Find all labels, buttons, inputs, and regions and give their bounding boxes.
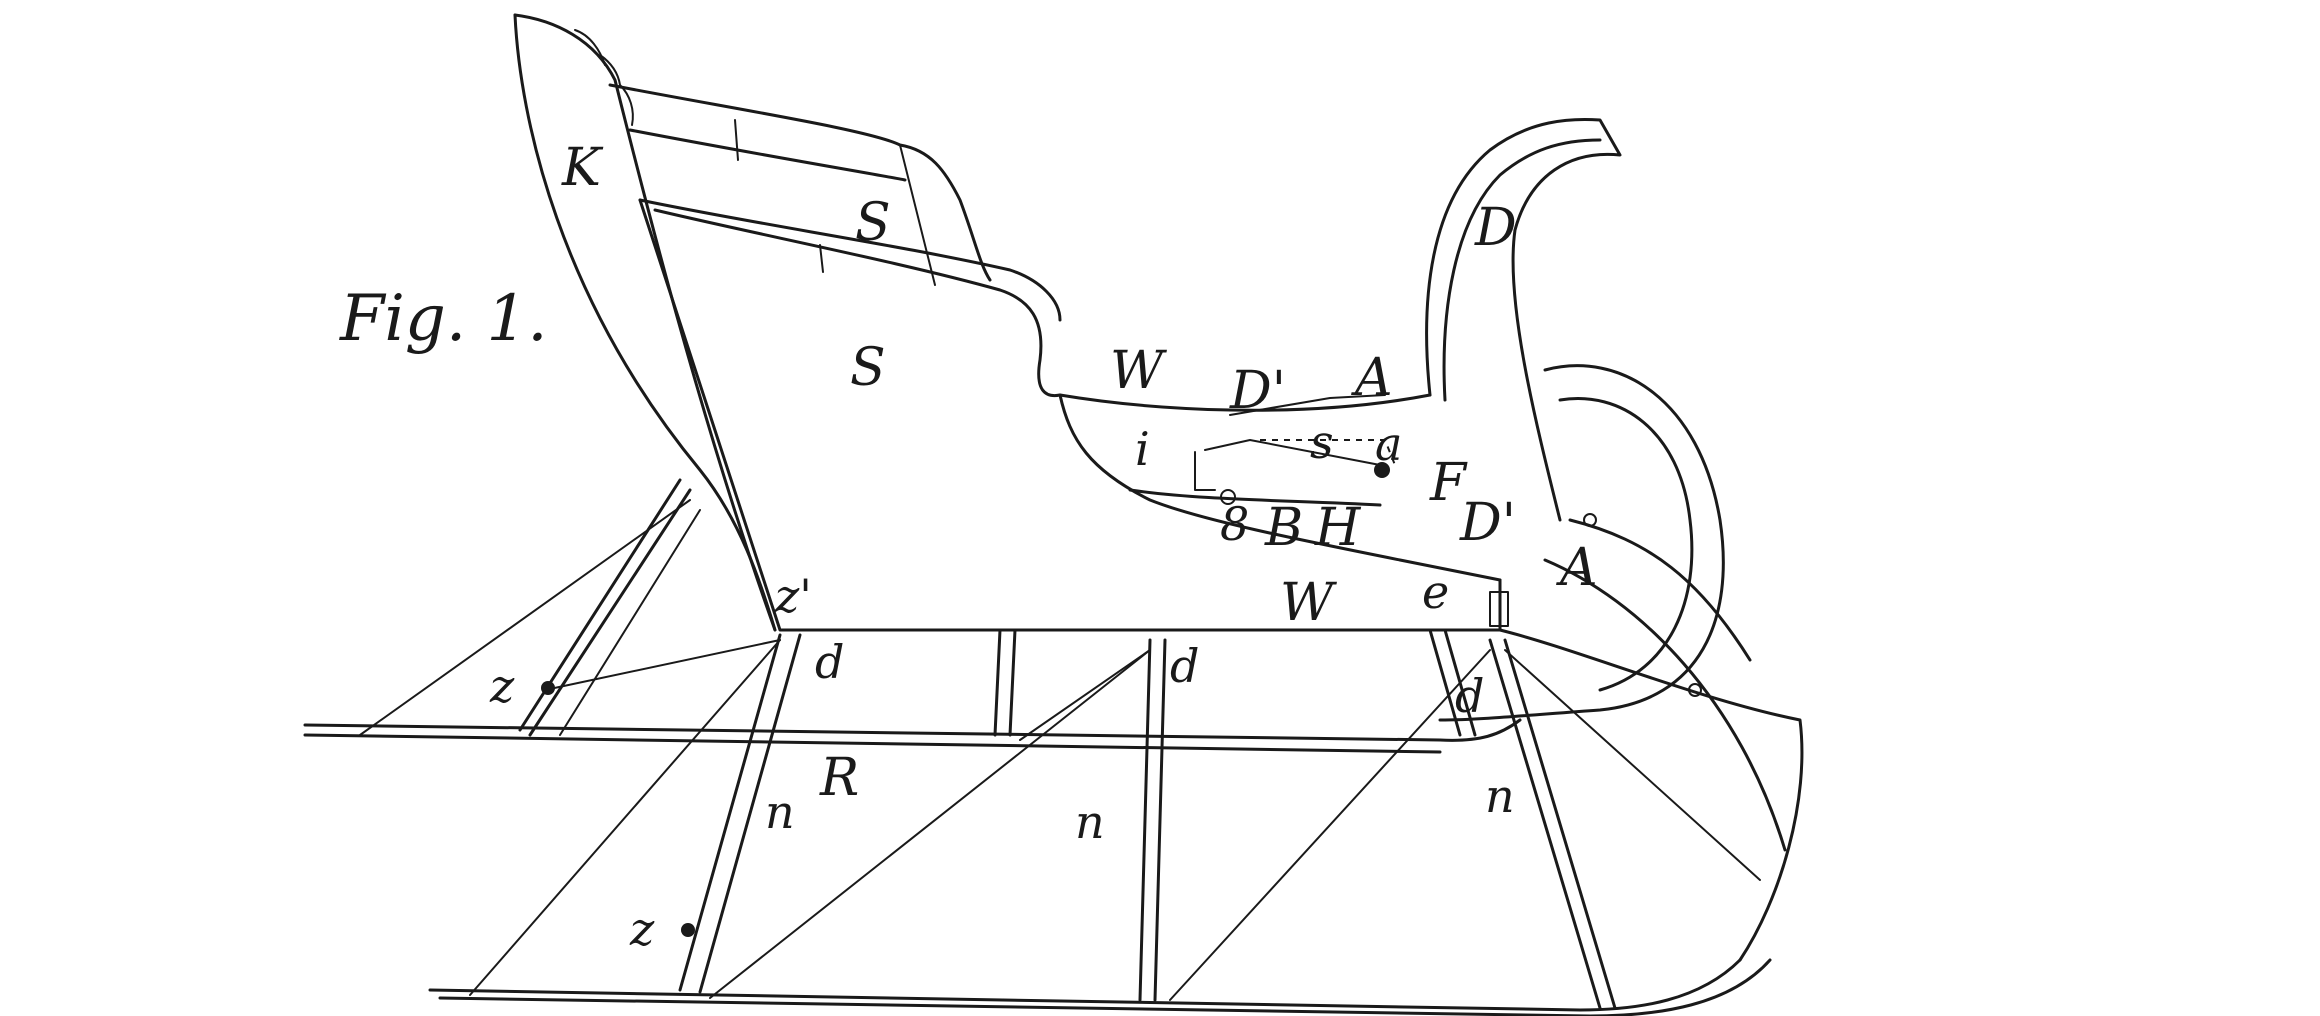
label-z-upper: z — [489, 659, 515, 713]
body-side-panel — [638, 198, 1502, 632]
label-D-prime-lower: D' — [1459, 493, 1516, 553]
label-eight: 8 — [1220, 497, 1249, 551]
label-K: K — [561, 138, 604, 198]
label-S-lower: S — [850, 338, 886, 398]
rear-braces — [359, 478, 1761, 1001]
label-S-upper: S — [855, 193, 891, 253]
a-bolt — [1374, 462, 1390, 478]
upper-runner — [303, 718, 1522, 754]
label-d-left: d — [815, 635, 844, 689]
label-R: R — [819, 748, 859, 808]
label-F: F — [1429, 453, 1468, 513]
label-W-lower: W — [1280, 573, 1337, 633]
z-bolt-lower — [681, 923, 695, 937]
labels: K S S D W D' A a s i F D' A B H 8 W e z'… — [489, 138, 1598, 956]
label-B: B — [1264, 498, 1303, 558]
back-panel — [513, 13, 777, 632]
label-a: a — [1375, 417, 1402, 471]
figure-title: Fig. 1. — [339, 282, 548, 356]
label-D-top: D — [1474, 198, 1517, 258]
z-bolt-upper — [541, 681, 555, 695]
label-W-upper: W — [1110, 341, 1167, 401]
label-d-mid: d — [1170, 639, 1199, 693]
label-z-lower: z — [629, 902, 655, 956]
label-n-mid: n — [1075, 795, 1105, 849]
label-e: e — [1422, 565, 1449, 619]
dash-panel — [1425, 117, 1622, 522]
label-s: s — [1310, 415, 1334, 469]
small-details — [541, 394, 1509, 937]
e-plate — [1489, 591, 1509, 627]
label-n-right: n — [1485, 769, 1515, 823]
label-H: H — [1314, 498, 1362, 558]
label-i: i — [1135, 422, 1150, 476]
label-d-right: d — [1455, 669, 1484, 723]
seat-rail — [608, 83, 1062, 398]
label-z-prime: z' — [774, 569, 812, 623]
label-n-left: n — [765, 785, 795, 839]
label-A-lower: A — [1556, 538, 1598, 598]
label-A-upper: A — [1351, 348, 1393, 408]
label-D-prime-upper: D' — [1229, 361, 1286, 421]
